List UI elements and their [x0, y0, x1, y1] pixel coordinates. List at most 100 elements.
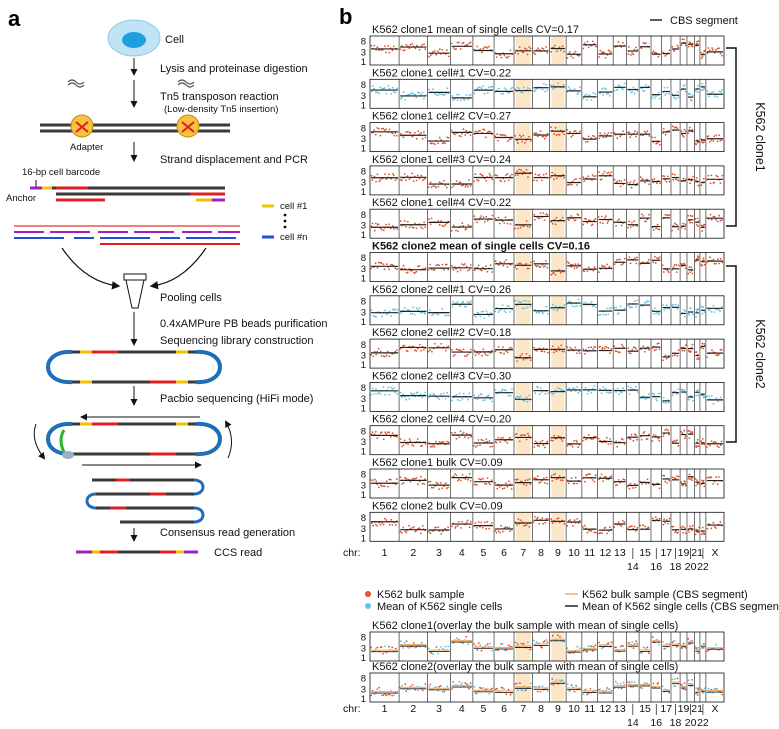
data-point: [394, 524, 397, 526]
data-point: [681, 484, 684, 486]
data-point: [585, 302, 588, 304]
data-point: [509, 88, 512, 90]
data-point: [697, 394, 700, 397]
data-point: [647, 258, 650, 261]
data-point: [713, 441, 716, 443]
data-point: [656, 257, 658, 260]
data-point: [480, 478, 483, 481]
data-point: [651, 517, 654, 520]
data-point: [501, 134, 504, 137]
data-point: [657, 437, 660, 440]
data-point: [514, 227, 516, 230]
data-point: [610, 475, 613, 478]
data-point: [399, 220, 402, 223]
data-point: [490, 479, 493, 481]
data-point: [436, 397, 439, 399]
data-point: [479, 525, 481, 528]
data-point: [632, 182, 635, 184]
data-point: [414, 272, 416, 274]
data-point: [551, 303, 554, 306]
data-point: [420, 475, 422, 478]
data-point: [396, 228, 399, 231]
data-point: [684, 44, 687, 47]
data-point: [415, 179, 418, 182]
data-point: [719, 444, 722, 447]
data-point: [676, 354, 679, 357]
data-point: [407, 309, 409, 311]
data-point: [435, 264, 437, 267]
data-point: [561, 350, 564, 353]
data-point: [541, 685, 544, 688]
data-point: [602, 173, 604, 175]
data-point: [424, 683, 427, 685]
y-tick-label: 1: [361, 187, 366, 198]
data-point: [561, 389, 564, 392]
data-point: [550, 518, 553, 521]
data-point: [459, 399, 462, 402]
data-point: [388, 51, 391, 54]
data-point: [703, 642, 705, 645]
legend-mean-dot: [365, 603, 371, 609]
data-point: [430, 217, 433, 220]
data-point: [415, 307, 418, 310]
data-point: [603, 217, 606, 219]
label-ccs: CCS read: [214, 547, 262, 559]
data-point: [543, 640, 546, 642]
data-point: [479, 392, 482, 395]
data-point: [446, 440, 448, 443]
data-point: [707, 135, 710, 137]
data-point: [651, 636, 654, 638]
data-point: [551, 392, 554, 395]
data-point: [550, 683, 553, 686]
data-point: [402, 444, 405, 446]
data-point: [680, 481, 683, 483]
data-point: [434, 143, 436, 146]
data-point: [433, 342, 436, 345]
data-point: [718, 214, 720, 217]
data-point: [434, 92, 436, 95]
data-point: [675, 263, 678, 266]
data-point: [522, 299, 525, 302]
data-point: [488, 482, 490, 484]
data-point: [494, 174, 497, 177]
data-point: [524, 434, 526, 437]
data-point: [709, 444, 711, 447]
data-point: [615, 646, 617, 649]
data-point: [387, 485, 389, 488]
data-point: [599, 531, 602, 534]
data-point: [469, 682, 472, 684]
data-point: [385, 178, 388, 181]
data-point: [684, 267, 687, 269]
data-point: [404, 267, 406, 270]
data-point: [543, 482, 546, 484]
data-point: [386, 313, 389, 315]
data-point: [657, 682, 660, 684]
data-point: [536, 179, 538, 182]
data-point: [443, 94, 445, 97]
data-point: [663, 175, 666, 178]
data-point: [391, 132, 394, 135]
data-point: [407, 443, 409, 445]
data-point: [617, 687, 620, 690]
data-point: [487, 394, 490, 397]
data-point: [488, 440, 491, 442]
data-point: [563, 304, 566, 306]
data-point: [664, 133, 667, 136]
data-point: [485, 527, 488, 530]
data-point: [570, 477, 573, 479]
data-point: [563, 641, 566, 643]
data-point: [430, 186, 433, 189]
data-point: [592, 348, 595, 351]
data-point: [662, 304, 664, 306]
data-point: [400, 483, 403, 485]
chr-tick-label: 13: [614, 703, 626, 715]
data-point: [708, 395, 710, 398]
data-point: [441, 441, 444, 443]
data-point: [607, 313, 610, 316]
data-point: [465, 184, 468, 187]
data-point: [394, 91, 397, 94]
data-point: [676, 179, 679, 181]
data-point: [450, 264, 453, 267]
